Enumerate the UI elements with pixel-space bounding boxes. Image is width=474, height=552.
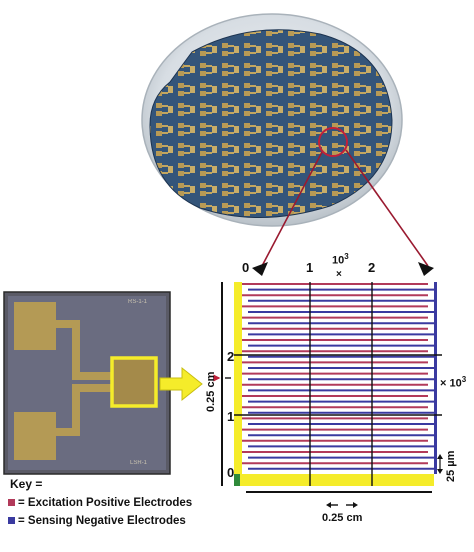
horizontal-scale-bar: [246, 491, 432, 508]
horizontal-scale-label: 0.25 cm: [322, 512, 363, 524]
y-tick-0: 0: [227, 465, 235, 480]
arrow-head-left: [252, 262, 268, 276]
chip-label-bottom: LSR-1: [130, 460, 148, 466]
key-item-sensing-label: = Sensing Negative Electrodes: [18, 515, 186, 527]
zoom-circle: [318, 127, 348, 157]
electrode-diagram: [234, 282, 442, 486]
sensing-bus-bar: [434, 282, 437, 474]
key-item-excitation: = Excitation Positive Electrodes: [4, 497, 192, 509]
pitch-label: 25 µm: [445, 450, 457, 482]
key-item-sensing: = Sensing Negative Electrodes: [4, 515, 186, 527]
chip-pad-top: [14, 302, 56, 350]
x-multiplier: 103: [332, 252, 349, 267]
y-tick-2: 2: [227, 349, 235, 364]
x-multiplier-sign: ×: [336, 269, 342, 280]
bottom-bus-bar: [234, 474, 434, 486]
vertical-scale-label: 0.25 cm: [205, 371, 217, 412]
x-tick-2: 2: [368, 260, 376, 275]
excitation-bus-bar: [234, 282, 242, 486]
silicon-wafer: [150, 29, 392, 218]
chip-pad-bottom: [14, 412, 56, 460]
y-tick-1: 1: [227, 409, 235, 424]
x-tick-1: 1: [306, 260, 314, 275]
chip-sensor-highlight: [110, 356, 158, 408]
key-item-excitation-label: = Excitation Positive Electrodes: [18, 497, 193, 509]
key-title: Key =: [10, 477, 43, 491]
wafer-photo: [141, 13, 403, 227]
x-tick-0: 0: [242, 260, 250, 275]
excitation-swatch: [8, 498, 15, 506]
y-multiplier: × 103: [440, 375, 467, 390]
zoom-line-left: [261, 151, 323, 267]
zoom-line-right: [345, 149, 429, 267]
vertical-scale-bar: [213, 282, 231, 486]
arrow-head-right: [418, 262, 434, 276]
chip-label-top: RS-1-1: [128, 299, 148, 305]
pitch-marker: [437, 454, 443, 474]
sensing-swatch: [8, 516, 15, 524]
chip-photo: [3, 291, 171, 475]
zoom-arrow: [159, 366, 203, 402]
